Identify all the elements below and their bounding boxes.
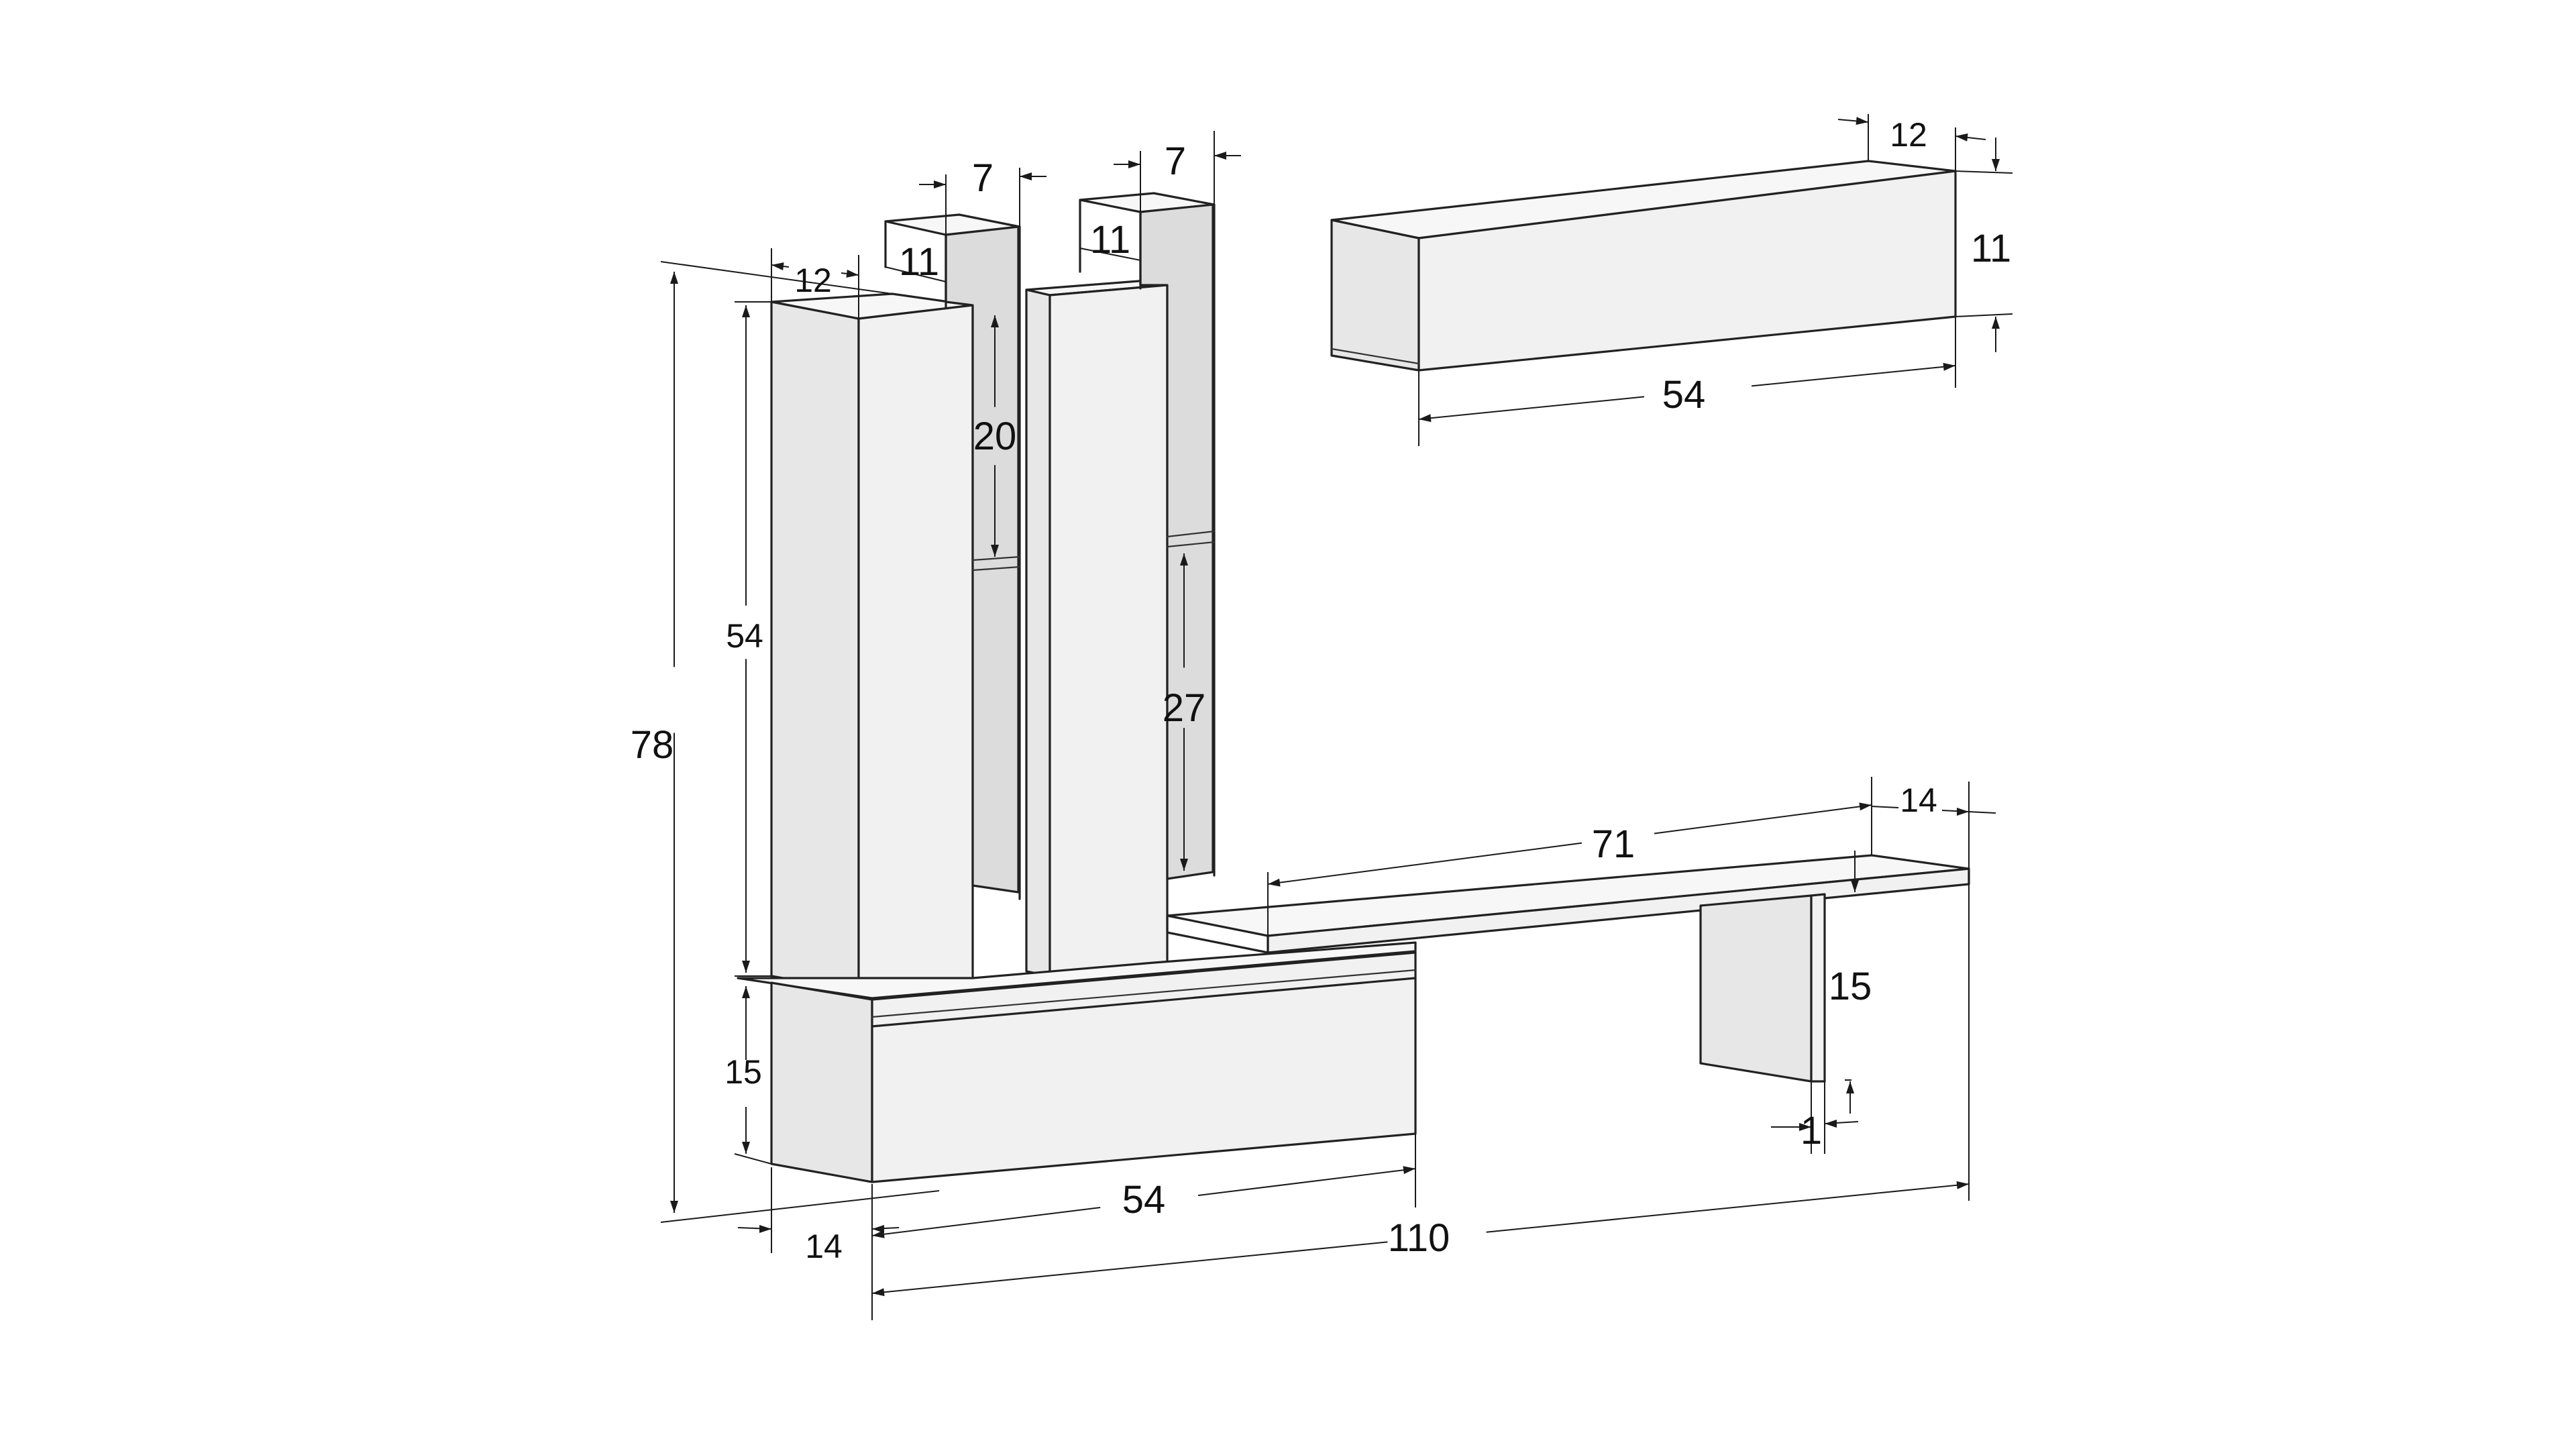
dim-base-unit-width-line-a bbox=[871, 1207, 1101, 1236]
dim-col-width-right-line bbox=[1079, 248, 1141, 261]
dim-total-width: 110 bbox=[1388, 1216, 1450, 1260]
dim-total-height-line-arrow-end bbox=[670, 1201, 678, 1213]
dim-wall-unit-height: 11 bbox=[1971, 227, 2011, 270]
dim-bench-width-line-b bbox=[1654, 804, 1872, 835]
dim-lower-shelf-line-arrow-start bbox=[1180, 553, 1188, 566]
dim-base-depth-arrow-b bbox=[872, 1225, 884, 1233]
dim-wall-height-arrow-a bbox=[1992, 159, 2000, 171]
dim-bench-width-line-arrow-end bbox=[1859, 802, 1872, 811]
dim-wall-unit-width-line-arrow-start bbox=[1419, 414, 1432, 423]
dim-bench-width: 71 bbox=[1592, 822, 1635, 866]
dim-bench-width-line-a bbox=[1267, 842, 1582, 885]
dim-bench-depth-c bbox=[1968, 811, 1996, 814]
dim-lower-shelf-spacing: 27 bbox=[1163, 686, 1206, 730]
dim-wall-unit-width-line-a bbox=[1418, 396, 1645, 420]
dim-base-unit-height-arrow-top bbox=[742, 986, 750, 998]
tall-unit-middle bbox=[1025, 279, 1169, 977]
dim-col-width-left-line bbox=[885, 266, 947, 282]
bench-shelf bbox=[1166, 854, 1970, 1083]
dim-total-width-line-arrow-end bbox=[1956, 1181, 1969, 1189]
dim-base-unit-depth: 14 bbox=[805, 1228, 843, 1265]
dim-base-unit-height-arrow-bottom bbox=[742, 1142, 750, 1154]
dim-tall-unit-height-line-arrow-end bbox=[742, 961, 750, 973]
dim-wall-height-arrow-b bbox=[1992, 317, 2000, 329]
dim-base-unit-width-line-arrow-end bbox=[1403, 1166, 1415, 1175]
dimension-lines bbox=[660, 114, 2013, 1320]
dim-wall-unit-width: 54 bbox=[1662, 373, 1706, 417]
dim-bench-depth-arrow-b bbox=[1957, 808, 1969, 816]
dim-upper-shelf-line-arrow-start bbox=[991, 315, 999, 327]
dim-base-unit-height: 15 bbox=[724, 1053, 762, 1091]
dim-column-width-right: 11 bbox=[1090, 218, 1130, 262]
dim-total-width-line-arrow-start bbox=[872, 1288, 885, 1297]
dim-total-width-line-b bbox=[1486, 1183, 1970, 1233]
ext-wall-height-bottom bbox=[1955, 313, 2013, 317]
dim-total-height-line-arrow-start bbox=[670, 272, 678, 284]
dim-col-depth-right-arrow-a bbox=[1128, 160, 1140, 168]
ext-base-bottom bbox=[734, 1153, 772, 1165]
dim-tall-unit-depth: 12 bbox=[794, 262, 832, 299]
dim-total-height: 78 bbox=[631, 723, 674, 767]
dim-column-depth-right: 7 bbox=[1165, 140, 1186, 183]
ext-wall-height-top bbox=[1955, 170, 2013, 174]
dim-bench-thick-arrow-a bbox=[1799, 1123, 1811, 1131]
dim-wall-depth-arrow-a bbox=[1856, 117, 1868, 125]
dim-bench-leg-height: 15 bbox=[1829, 965, 1872, 1008]
dim-base-depth-arrow-a bbox=[759, 1225, 771, 1233]
wall-cabinet bbox=[1330, 160, 1957, 372]
dim-col-depth-left-arrow-b bbox=[1020, 172, 1032, 180]
dim-col-depth-left-arrow-a bbox=[934, 180, 946, 189]
dim-wall-unit-width-line-b bbox=[1751, 365, 1956, 387]
dim-base-unit-width-line-arrow-start bbox=[872, 1230, 885, 1238]
column-left bbox=[884, 213, 1021, 900]
dim-wall-unit-depth: 12 bbox=[1890, 116, 1927, 154]
column-right bbox=[1079, 192, 1216, 880]
ext-top-height bbox=[660, 261, 893, 294]
dim-lower-shelf-line-arrow-end bbox=[1180, 859, 1188, 871]
dim-bench-top-thickness: 1 bbox=[1801, 1109, 1822, 1152]
dim-bench-leg-arrow-b bbox=[1846, 1081, 1854, 1093]
dim-tall-unit-depth-line-arrow-start bbox=[771, 262, 784, 271]
dim-bench-width-line-arrow-start bbox=[1268, 878, 1281, 887]
dim-tall-unit-height-line-arrow-start bbox=[742, 305, 750, 317]
dim-base-unit-width: 54 bbox=[1122, 1178, 1166, 1222]
dim-bench-thick-arrow-b bbox=[1825, 1120, 1837, 1128]
dim-bench-depth-a bbox=[1871, 806, 1899, 808]
dim-column-width-left: 11 bbox=[899, 240, 939, 284]
dimension-labels: 78 54 15 14 12 54 110 11 11 7 7 20 27 12… bbox=[631, 116, 2011, 1265]
dim-col-depth-right-arrow-b bbox=[1214, 152, 1226, 160]
base-unit bbox=[737, 941, 1417, 1183]
dim-column-depth-left: 7 bbox=[972, 156, 994, 200]
dim-wall-depth-arrow-b bbox=[1955, 133, 1968, 142]
dim-total-width-line-a bbox=[871, 1241, 1388, 1294]
dim-bench-leg-arrow-a bbox=[1851, 880, 1859, 892]
dim-base-unit-width-line-b bbox=[1197, 1168, 1416, 1196]
dim-upper-shelf-spacing: 20 bbox=[973, 415, 1017, 458]
dim-upper-shelf-line-arrow-end bbox=[991, 545, 999, 557]
dim-wall-unit-width-line-arrow-end bbox=[1943, 362, 1955, 371]
dim-tall-unit-depth-line-arrow-end bbox=[846, 269, 859, 278]
dim-tall-unit-height: 54 bbox=[726, 617, 763, 655]
tall-unit-left bbox=[770, 292, 974, 993]
dim-bench-depth: 14 bbox=[1900, 782, 1937, 819]
ext-bottom-height bbox=[660, 1190, 940, 1223]
